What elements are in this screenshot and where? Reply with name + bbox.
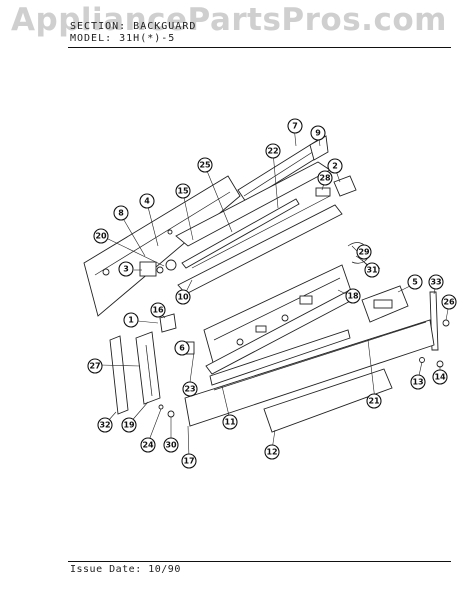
callout-12: 12 bbox=[264, 444, 280, 460]
front-glass-panel bbox=[184, 319, 435, 427]
callout-20: 20 bbox=[93, 228, 109, 244]
callout-number: 27 bbox=[89, 362, 100, 371]
callout-33: 33 bbox=[428, 274, 444, 290]
callout-number: 24 bbox=[142, 441, 154, 450]
callout-number: 13 bbox=[412, 378, 423, 387]
callout-16: 16 bbox=[150, 302, 166, 318]
vent-strip bbox=[209, 329, 351, 386]
callout-number: 4 bbox=[144, 197, 150, 206]
callout-2: 2 bbox=[327, 158, 343, 174]
callout-32: 32 bbox=[97, 417, 113, 433]
callout-30: 30 bbox=[163, 437, 179, 453]
callout-number: 22 bbox=[267, 147, 278, 156]
callout-13: 13 bbox=[410, 374, 426, 390]
callout-18: 18 bbox=[345, 288, 361, 304]
callout-number: 6 bbox=[179, 344, 185, 353]
callout-26: 26 bbox=[441, 294, 457, 310]
callout-number: 15 bbox=[177, 187, 189, 196]
item-24 bbox=[158, 404, 164, 410]
callout-25: 25 bbox=[197, 157, 213, 173]
callout-4: 4 bbox=[139, 193, 155, 209]
callout-8: 8 bbox=[113, 205, 129, 221]
callout-number: 10 bbox=[177, 293, 189, 302]
callout-number: 7 bbox=[292, 122, 298, 131]
callout-number: 31 bbox=[366, 266, 378, 275]
callout-number: 16 bbox=[152, 306, 164, 315]
issue-date: Issue Date: 10/90 bbox=[70, 564, 181, 575]
control-panel bbox=[203, 264, 353, 367]
callout-19: 19 bbox=[121, 417, 137, 433]
callout-number: 21 bbox=[368, 397, 380, 406]
footer-rule bbox=[68, 561, 451, 562]
callout-3: 3 bbox=[118, 261, 134, 277]
callout-number: 17 bbox=[183, 457, 194, 466]
fluorescent-tube bbox=[181, 198, 300, 269]
callout-number: 26 bbox=[443, 298, 455, 307]
section-title: SECTION: BACKGUARD bbox=[70, 21, 197, 32]
callout-number: 23 bbox=[184, 385, 195, 394]
callout-number: 28 bbox=[319, 174, 331, 183]
callout-number: 9 bbox=[315, 129, 321, 138]
lamp-socket bbox=[165, 259, 177, 271]
callout-11: 11 bbox=[222, 414, 238, 430]
side-bracket-16 bbox=[159, 313, 177, 333]
callout-number: 32 bbox=[99, 421, 110, 430]
lower-glass bbox=[263, 368, 393, 433]
callout-number: 5 bbox=[412, 278, 418, 287]
header-rule bbox=[68, 47, 451, 48]
callout-31: 31 bbox=[364, 262, 380, 278]
callout-14: 14 bbox=[432, 369, 448, 385]
callout-number: 1 bbox=[128, 316, 134, 325]
back-panel bbox=[83, 175, 241, 317]
callout-7: 7 bbox=[287, 118, 303, 134]
grommet-26 bbox=[442, 319, 450, 327]
callout-10: 10 bbox=[175, 289, 191, 305]
callout-28: 28 bbox=[317, 170, 333, 186]
ballast bbox=[139, 261, 157, 277]
callout-number: 30 bbox=[165, 441, 177, 450]
item-30 bbox=[167, 410, 175, 418]
callout-24: 24 bbox=[140, 437, 156, 453]
screw-13 bbox=[419, 357, 425, 363]
watermark: AppliancePartsPros.com bbox=[11, 2, 447, 38]
callout-number: 2 bbox=[332, 162, 338, 171]
callout-number: 19 bbox=[123, 421, 135, 430]
callout-27: 27 bbox=[87, 358, 103, 374]
callout-5: 5 bbox=[407, 274, 423, 290]
callout-22: 22 bbox=[265, 143, 281, 159]
callout-29: 29 bbox=[356, 244, 372, 260]
callout-number: 14 bbox=[434, 373, 446, 382]
callout-number: 8 bbox=[118, 209, 124, 218]
callout-number: 29 bbox=[358, 248, 370, 257]
callout-1: 1 bbox=[123, 312, 139, 328]
callout-number: 11 bbox=[224, 418, 236, 427]
end-cap-inner-19 bbox=[135, 331, 161, 405]
model-number: MODEL: 31H(*)-5 bbox=[70, 33, 176, 44]
callout-number: 25 bbox=[199, 161, 211, 170]
callout-number: 3 bbox=[123, 265, 129, 274]
callout-15: 15 bbox=[175, 183, 191, 199]
callout-number: 18 bbox=[347, 292, 359, 301]
callout-number: 20 bbox=[95, 232, 107, 241]
end-cap-frame-32 bbox=[109, 335, 129, 415]
callout-21: 21 bbox=[366, 393, 382, 409]
bracket-2 bbox=[333, 175, 357, 197]
callout-17: 17 bbox=[181, 453, 197, 469]
callout-number: 33 bbox=[430, 278, 441, 287]
callout-number: 12 bbox=[266, 448, 277, 457]
callout-6: 6 bbox=[174, 340, 190, 356]
callout-23: 23 bbox=[182, 381, 198, 397]
callout-9: 9 bbox=[310, 125, 326, 141]
